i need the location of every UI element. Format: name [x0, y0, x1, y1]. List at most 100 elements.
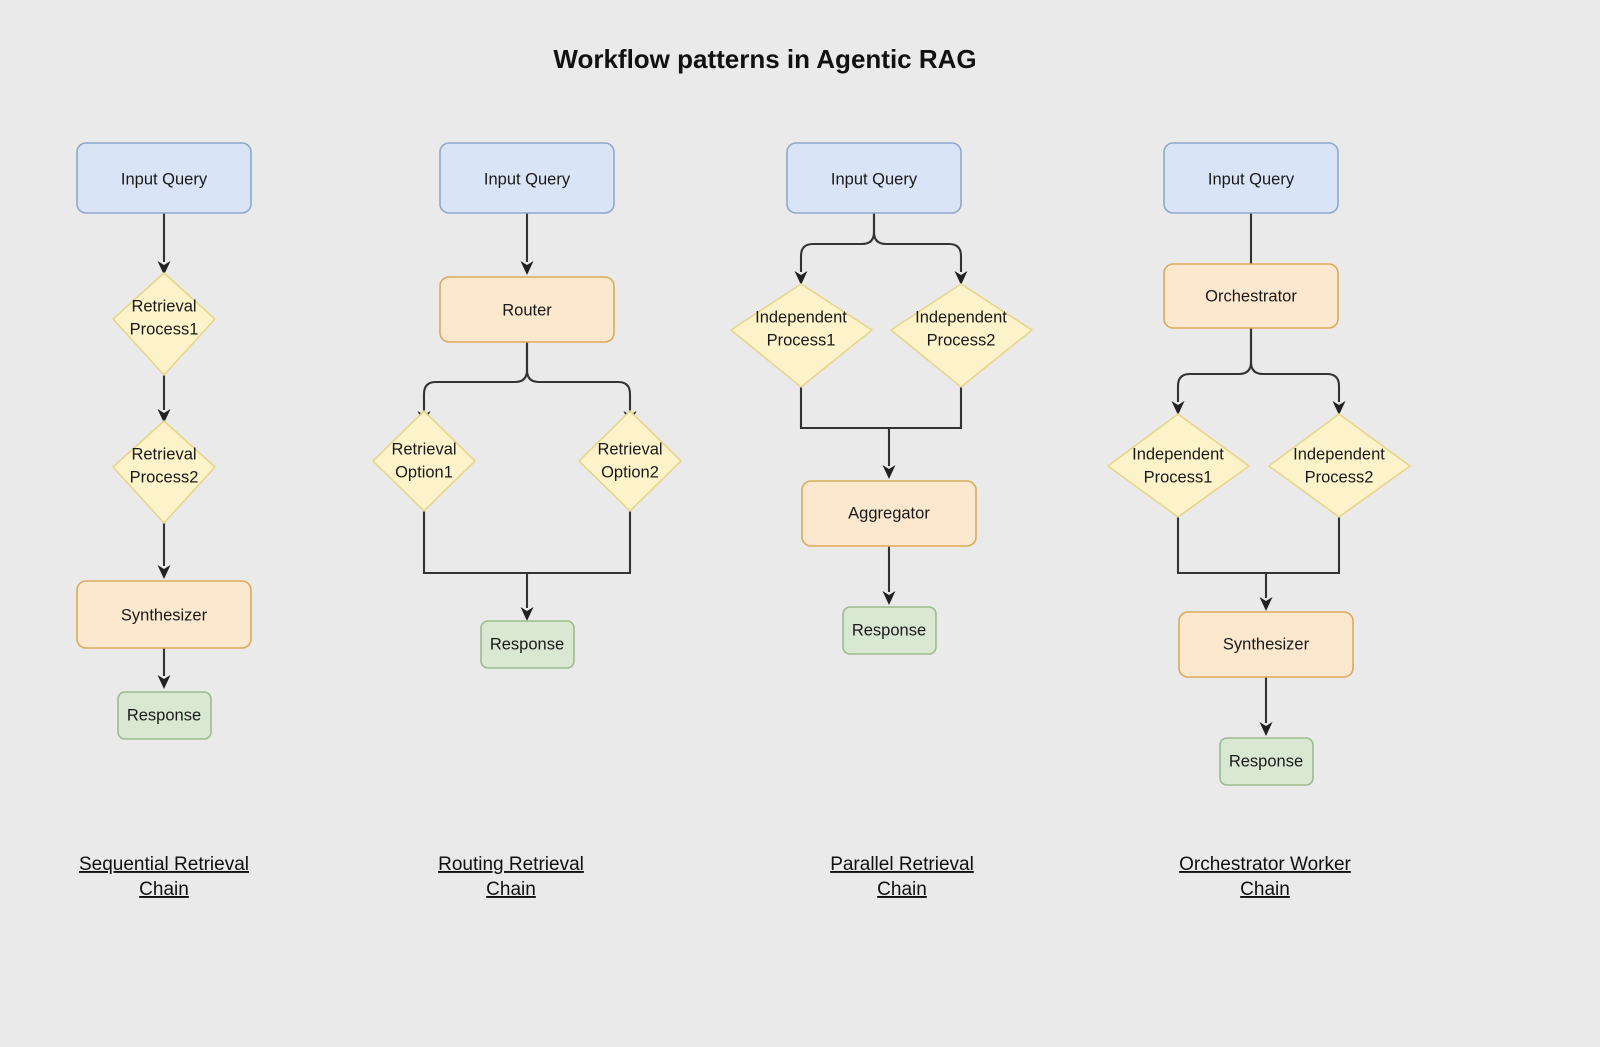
node-sequential-response[interactable]: Response [117, 691, 212, 740]
node-orchestrator-response[interactable]: Response [1219, 737, 1314, 786]
node-label-line2: Process1 [130, 320, 199, 338]
node-routing-retrieval-option-1[interactable]: Retrieval Option1 [372, 410, 476, 512]
node-parallel-aggregator[interactable]: Aggregator [801, 480, 977, 547]
node-routing-response[interactable]: Response [480, 620, 575, 669]
node-label: Input Query [121, 170, 208, 188]
edge-synthesizer-to-response [1259, 677, 1273, 736]
caption-line-1: Parallel Retrieval [830, 854, 974, 875]
edge-retrieval-option-1-to-response [422, 511, 527, 575]
node-sequential-retrieval-process-1[interactable]: Retrieval Process1 [112, 272, 216, 376]
node-shape-rounded-rect [1178, 611, 1354, 678]
node-label: Synthesizer [1223, 635, 1310, 653]
node-shape-rounded-rect [76, 580, 252, 649]
node-shape-diamond [1107, 413, 1250, 518]
edge-retrieval-process-2-to-synthesizer [157, 523, 171, 579]
edge-retrieval-process-1-to-retrieval-process-2 [157, 375, 171, 423]
caption-routing-retrieval-chain: Routing Retrieval Chain [438, 854, 584, 900]
node-label: Aggregator [848, 504, 930, 522]
column-routing-retrieval-chain: Input Query Router Retrieval Option1 Ret… [372, 142, 682, 900]
node-shape-rounded-rect [117, 691, 212, 740]
node-label-line1: Independent [1293, 445, 1385, 463]
node-shape-rounded-rect [801, 480, 977, 547]
edge-orchestrator-to-independent-process-1 [1171, 328, 1253, 415]
node-shape-diamond [112, 420, 216, 524]
node-routing-retrieval-option-2[interactable]: Retrieval Option2 [578, 410, 682, 512]
node-label-line2: Option1 [395, 463, 453, 481]
node-label: Orchestrator [1205, 287, 1297, 305]
node-label: Input Query [831, 170, 918, 188]
node-shape-rounded-rect [842, 606, 937, 655]
node-label-line2: Process2 [1305, 468, 1374, 486]
node-shape-diamond [112, 272, 216, 376]
node-label-line1: Independent [755, 308, 847, 326]
edge-input-query-to-router [520, 213, 534, 275]
node-shape-rounded-rect [439, 276, 615, 343]
node-label-line2: Process2 [927, 331, 996, 349]
node-label: Response [1229, 752, 1303, 770]
node-label-line1: Retrieval [597, 440, 662, 458]
node-shape-rounded-rect [786, 142, 962, 214]
node-shape-rounded-rect [1163, 263, 1339, 329]
node-label-line2: Option2 [601, 463, 659, 481]
edge-synthesizer-to-response [157, 648, 171, 689]
caption-line-2: Chain [139, 879, 189, 900]
edge-independent-process-2-to-aggregator [882, 387, 963, 479]
node-routing-router[interactable]: Router [439, 276, 615, 343]
edge-independent-process-2-to-synthesizer [1259, 517, 1341, 611]
caption-line-1: Sequential Retrieval [79, 854, 249, 875]
edge-aggregator-to-response [882, 546, 896, 605]
node-orchestrator-independent-process-1[interactable]: Independent Process1 [1107, 413, 1250, 518]
node-shape-rounded-rect [439, 142, 615, 214]
node-shape-diamond [1268, 413, 1411, 518]
node-label: Response [852, 621, 926, 639]
node-parallel-independent-process-1[interactable]: Independent Process1 [730, 283, 873, 388]
caption-parallel-retrieval-chain: Parallel Retrieval Chain [830, 854, 974, 900]
caption-line-1: Routing Retrieval [438, 854, 584, 875]
page-title: Workflow patterns in Agentic RAG [553, 44, 976, 74]
node-label-line2: Process1 [767, 331, 836, 349]
node-label-line1: Independent [915, 308, 1007, 326]
node-shape-rounded-rect [480, 620, 575, 669]
column-parallel-retrieval-chain: Input Query Independent Process1 Indepen… [730, 142, 1033, 900]
node-shape-diamond [578, 410, 682, 512]
edge-input-query-to-independent-process-2 [872, 213, 968, 285]
edge-independent-process-1-to-synthesizer [1176, 517, 1266, 575]
node-label: Response [127, 706, 201, 724]
caption-line-2: Chain [1240, 879, 1290, 900]
node-parallel-response[interactable]: Response [842, 606, 937, 655]
edge-orchestrator-to-independent-process-2 [1249, 328, 1346, 415]
node-label-line1: Independent [1132, 445, 1224, 463]
node-routing-input-query[interactable]: Input Query [439, 142, 615, 214]
node-sequential-synthesizer[interactable]: Synthesizer [76, 580, 252, 649]
node-shape-rounded-rect [76, 142, 252, 214]
edge-retrieval-option-2-to-response [520, 511, 632, 621]
node-label: Input Query [484, 170, 571, 188]
caption-line-2: Chain [486, 879, 536, 900]
caption-sequential-retrieval-chain: Sequential Retrieval Chain [79, 854, 249, 900]
node-parallel-input-query[interactable]: Input Query [786, 142, 962, 214]
node-shape-diamond [730, 283, 873, 388]
node-orchestrator-input-query[interactable]: Input Query [1163, 142, 1339, 214]
node-label-line2: Process2 [130, 468, 199, 486]
node-orchestrator-independent-process-2[interactable]: Independent Process2 [1268, 413, 1411, 518]
edge-input-query-to-retrieval-process-1 [157, 213, 171, 275]
edge-independent-process-1-to-aggregator [799, 387, 889, 430]
node-shape-rounded-rect [1163, 142, 1339, 214]
node-label-line1: Retrieval [131, 297, 196, 315]
node-label: Input Query [1208, 170, 1295, 188]
node-orchestrator-orchestrator[interactable]: Orchestrator [1163, 263, 1339, 329]
node-label-line1: Retrieval [131, 445, 196, 463]
edge-input-query-to-independent-process-1 [794, 213, 876, 285]
node-sequential-input-query[interactable]: Input Query [76, 142, 252, 214]
caption-line-2: Chain [877, 879, 927, 900]
caption-orchestrator-worker-chain: Orchestrator Worker Chain [1179, 854, 1351, 900]
node-parallel-independent-process-2[interactable]: Independent Process2 [890, 283, 1033, 388]
node-shape-diamond [372, 410, 476, 512]
node-label: Synthesizer [121, 606, 208, 624]
node-label-line2: Process1 [1144, 468, 1213, 486]
caption-line-1: Orchestrator Worker [1179, 854, 1351, 875]
node-label-line1: Retrieval [391, 440, 456, 458]
node-sequential-retrieval-process-2[interactable]: Retrieval Process2 [112, 420, 216, 524]
node-orchestrator-synthesizer[interactable]: Synthesizer [1178, 611, 1354, 678]
